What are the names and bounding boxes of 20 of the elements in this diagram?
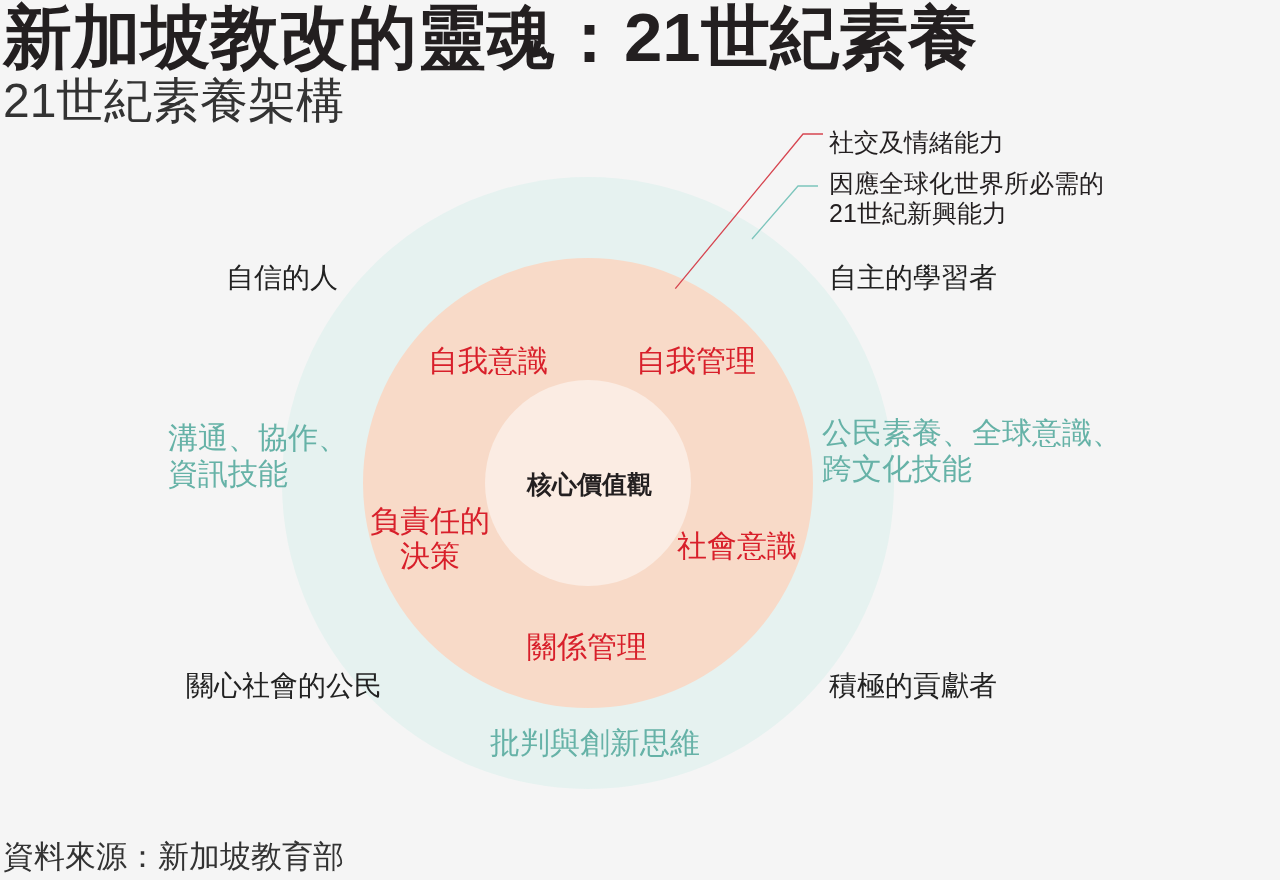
title: 新加坡教改的靈魂：21世紀素養 — [3, 0, 977, 76]
skill-label: 社會意識 — [677, 528, 797, 564]
leader-line — [674, 133, 824, 290]
skill-label: 關係管理 — [527, 629, 647, 665]
leader-line — [751, 185, 819, 240]
callout-text: 因應全球化世界所必需的21世紀新興能力 — [818, 168, 1114, 228]
subtitle: 21世紀素養架構 — [3, 74, 345, 128]
outcome-label: 自信的人 — [226, 261, 338, 295]
outcome-label: 關心社會的公民 — [186, 669, 382, 703]
skill-label: 自我管理 — [636, 343, 756, 379]
skill-label: 負責任的決策 — [369, 503, 491, 573]
skill-label: 自我意識 — [428, 343, 548, 379]
competency-label: 公民素養、全球意識、跨文化技能 — [822, 415, 1123, 487]
outcome-label: 自主的學習者 — [829, 261, 997, 295]
competency-label: 批判與創新思維 — [490, 725, 700, 761]
core-label: 核心價值觀 — [527, 469, 652, 499]
competency-label: 溝通、協作、資訊技能 — [168, 420, 349, 492]
source-note: 資料來源：新加坡教育部 — [3, 838, 344, 876]
outcome-label: 積極的貢獻者 — [829, 669, 997, 703]
callout-text: 社交及情緒能力 — [823, 127, 1004, 157]
